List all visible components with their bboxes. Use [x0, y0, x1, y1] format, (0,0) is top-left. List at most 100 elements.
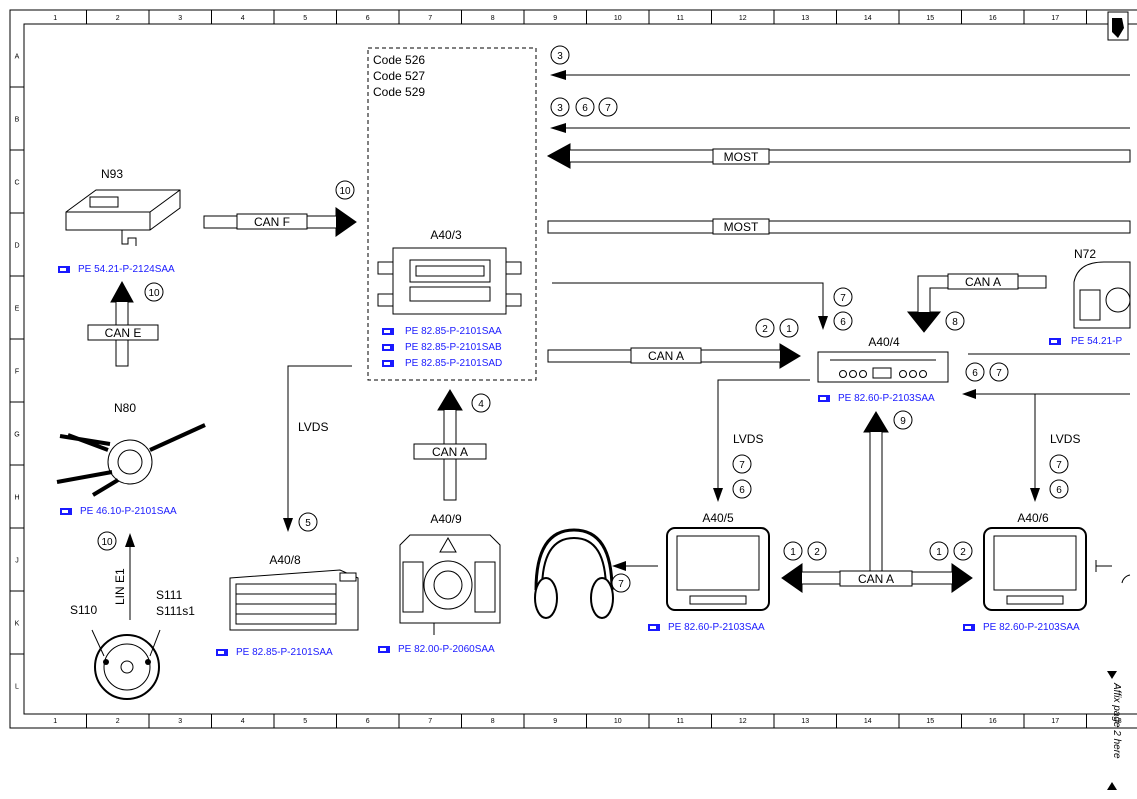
grid-column-label: 11 [677, 718, 684, 725]
bus-label-most: MOST [724, 150, 759, 164]
component-label: N93 [101, 167, 123, 181]
affix-note: Affix page 2 here [1111, 682, 1122, 759]
grid-column-label: 2 [116, 718, 120, 725]
marker: 7 [618, 579, 624, 590]
grid-column-label: 14 [864, 15, 872, 22]
grid-column-label: 3 [178, 15, 182, 22]
marker: 10 [101, 537, 113, 548]
line-a40-3-to-a40-4 [552, 282, 828, 330]
grid-column-label: 17 [1051, 718, 1059, 725]
grid-row-label: G [14, 432, 19, 439]
grid-row-label: B [15, 117, 20, 124]
lvds-line-right: LVDS [985, 393, 1080, 502]
grid-column-label: 18 [1114, 718, 1122, 725]
code-dashed-box: Code 526 Code 527 Code 529 [367, 47, 537, 381]
reference-icon [60, 508, 72, 515]
page-corner-icon [1107, 11, 1129, 41]
grid-column-label: 4 [241, 15, 245, 22]
marker: 6 [582, 103, 588, 114]
marker: 3 [557, 103, 563, 114]
lvds-line-mid: LVDS [713, 379, 810, 502]
grid-row-label: J [15, 558, 19, 565]
grid-row-label: F [15, 369, 19, 376]
a40-8-unit: A40/8 PE 82.85-P-2101SAA [216, 553, 359, 658]
component-label: A40/3 [430, 228, 462, 242]
code-line: Code 526 [373, 53, 425, 67]
reference-icon [382, 328, 394, 335]
reference-icon [382, 344, 394, 351]
grid-column-label: 15 [926, 15, 934, 22]
line-a40-6-right [1095, 560, 1131, 584]
component-ref: PE 54.21-P-2124SAA [78, 264, 175, 275]
grid-row-label: E [15, 306, 20, 313]
lvds-line-left: LVDS [283, 365, 352, 532]
grid-column-label: 9 [553, 15, 557, 22]
marker: 2 [960, 547, 966, 558]
a40-6-display: A40/6 PE 82.60-P-2103SAA [963, 511, 1087, 633]
headphones-icon [534, 528, 614, 619]
grid-column-label: 14 [864, 718, 872, 725]
grid-column-label: 2 [116, 15, 120, 22]
bus-label: CAN A [432, 445, 468, 459]
line-top-1 [550, 70, 1130, 80]
component-ref: PE 46.10-P-2101SAA [80, 506, 177, 517]
marker: 2 [762, 324, 768, 335]
marker: 1 [790, 547, 796, 558]
reference-icon [216, 649, 228, 656]
marker: 9 [900, 416, 906, 427]
grid-row-label: D [14, 243, 19, 250]
grid-column-label: 5 [303, 718, 307, 725]
marker: 7 [605, 103, 611, 114]
marker: 6 [972, 368, 978, 379]
marker: 4 [478, 399, 484, 410]
grid-column-label: 15 [926, 718, 934, 725]
marker: 6 [1056, 485, 1062, 496]
component-label: A40/8 [269, 553, 301, 567]
grid-column-label: 17 [1051, 15, 1059, 22]
grid-column-label: 7 [428, 15, 432, 22]
can-f-bus: CAN F [203, 207, 357, 237]
reference-icon [963, 624, 975, 631]
component-label: A40/9 [430, 512, 462, 526]
grid-column-label: 16 [989, 15, 997, 22]
switch-label: S111s1 [156, 604, 195, 618]
marker: 6 [840, 317, 846, 328]
marker: 10 [148, 288, 160, 299]
code-line: Code 527 [373, 69, 425, 83]
marker: 10 [339, 186, 351, 197]
bus-label: CAN A [648, 349, 684, 363]
line-top-2 [550, 123, 1130, 133]
grid-row-label: K [15, 621, 20, 628]
component-label: N80 [114, 401, 136, 415]
drawing-frame [9, 9, 1137, 729]
grid-row-label: L [15, 684, 19, 691]
side-note: Affix page 2 here [1107, 671, 1122, 790]
component-label: A40/4 [868, 335, 900, 349]
marker: 6 [739, 485, 745, 496]
grid-column-label: 12 [739, 718, 747, 725]
a40-4-unit: A40/4 PE 82.60-P-2103SAA [817, 335, 949, 404]
can-a-bus-bottom: CAN A [781, 411, 973, 593]
n93-module: N93 PE 54.21-P-2124SAA [58, 167, 181, 275]
marker: 5 [305, 518, 311, 529]
component-label: A40/5 [702, 511, 734, 525]
grid-column-label: 6 [366, 15, 370, 22]
switch-label: S110 [70, 603, 97, 617]
bus-label: LIN E1 [113, 568, 127, 605]
line-a40-5-to-headphones [612, 561, 658, 571]
grid-column-label: 1 [53, 15, 57, 22]
marker: 1 [936, 547, 942, 558]
reference-icon [378, 646, 390, 653]
grid-column-label: 4 [241, 718, 245, 725]
bus-label: CAN A [858, 572, 894, 586]
can-e-bus: CAN E [87, 280, 159, 367]
n72-unit: N72 PE 54.21-P [1049, 247, 1131, 347]
grid-column-label: 5 [303, 15, 307, 22]
marker: 8 [952, 317, 958, 328]
grid-column-label: 7 [428, 718, 432, 725]
marker: 7 [1056, 460, 1062, 471]
component-ref: PE 82.60-P-2103SAA [668, 622, 765, 633]
code-line: Code 529 [373, 85, 425, 99]
reference-icon [58, 266, 70, 273]
marker: 7 [996, 368, 1002, 379]
